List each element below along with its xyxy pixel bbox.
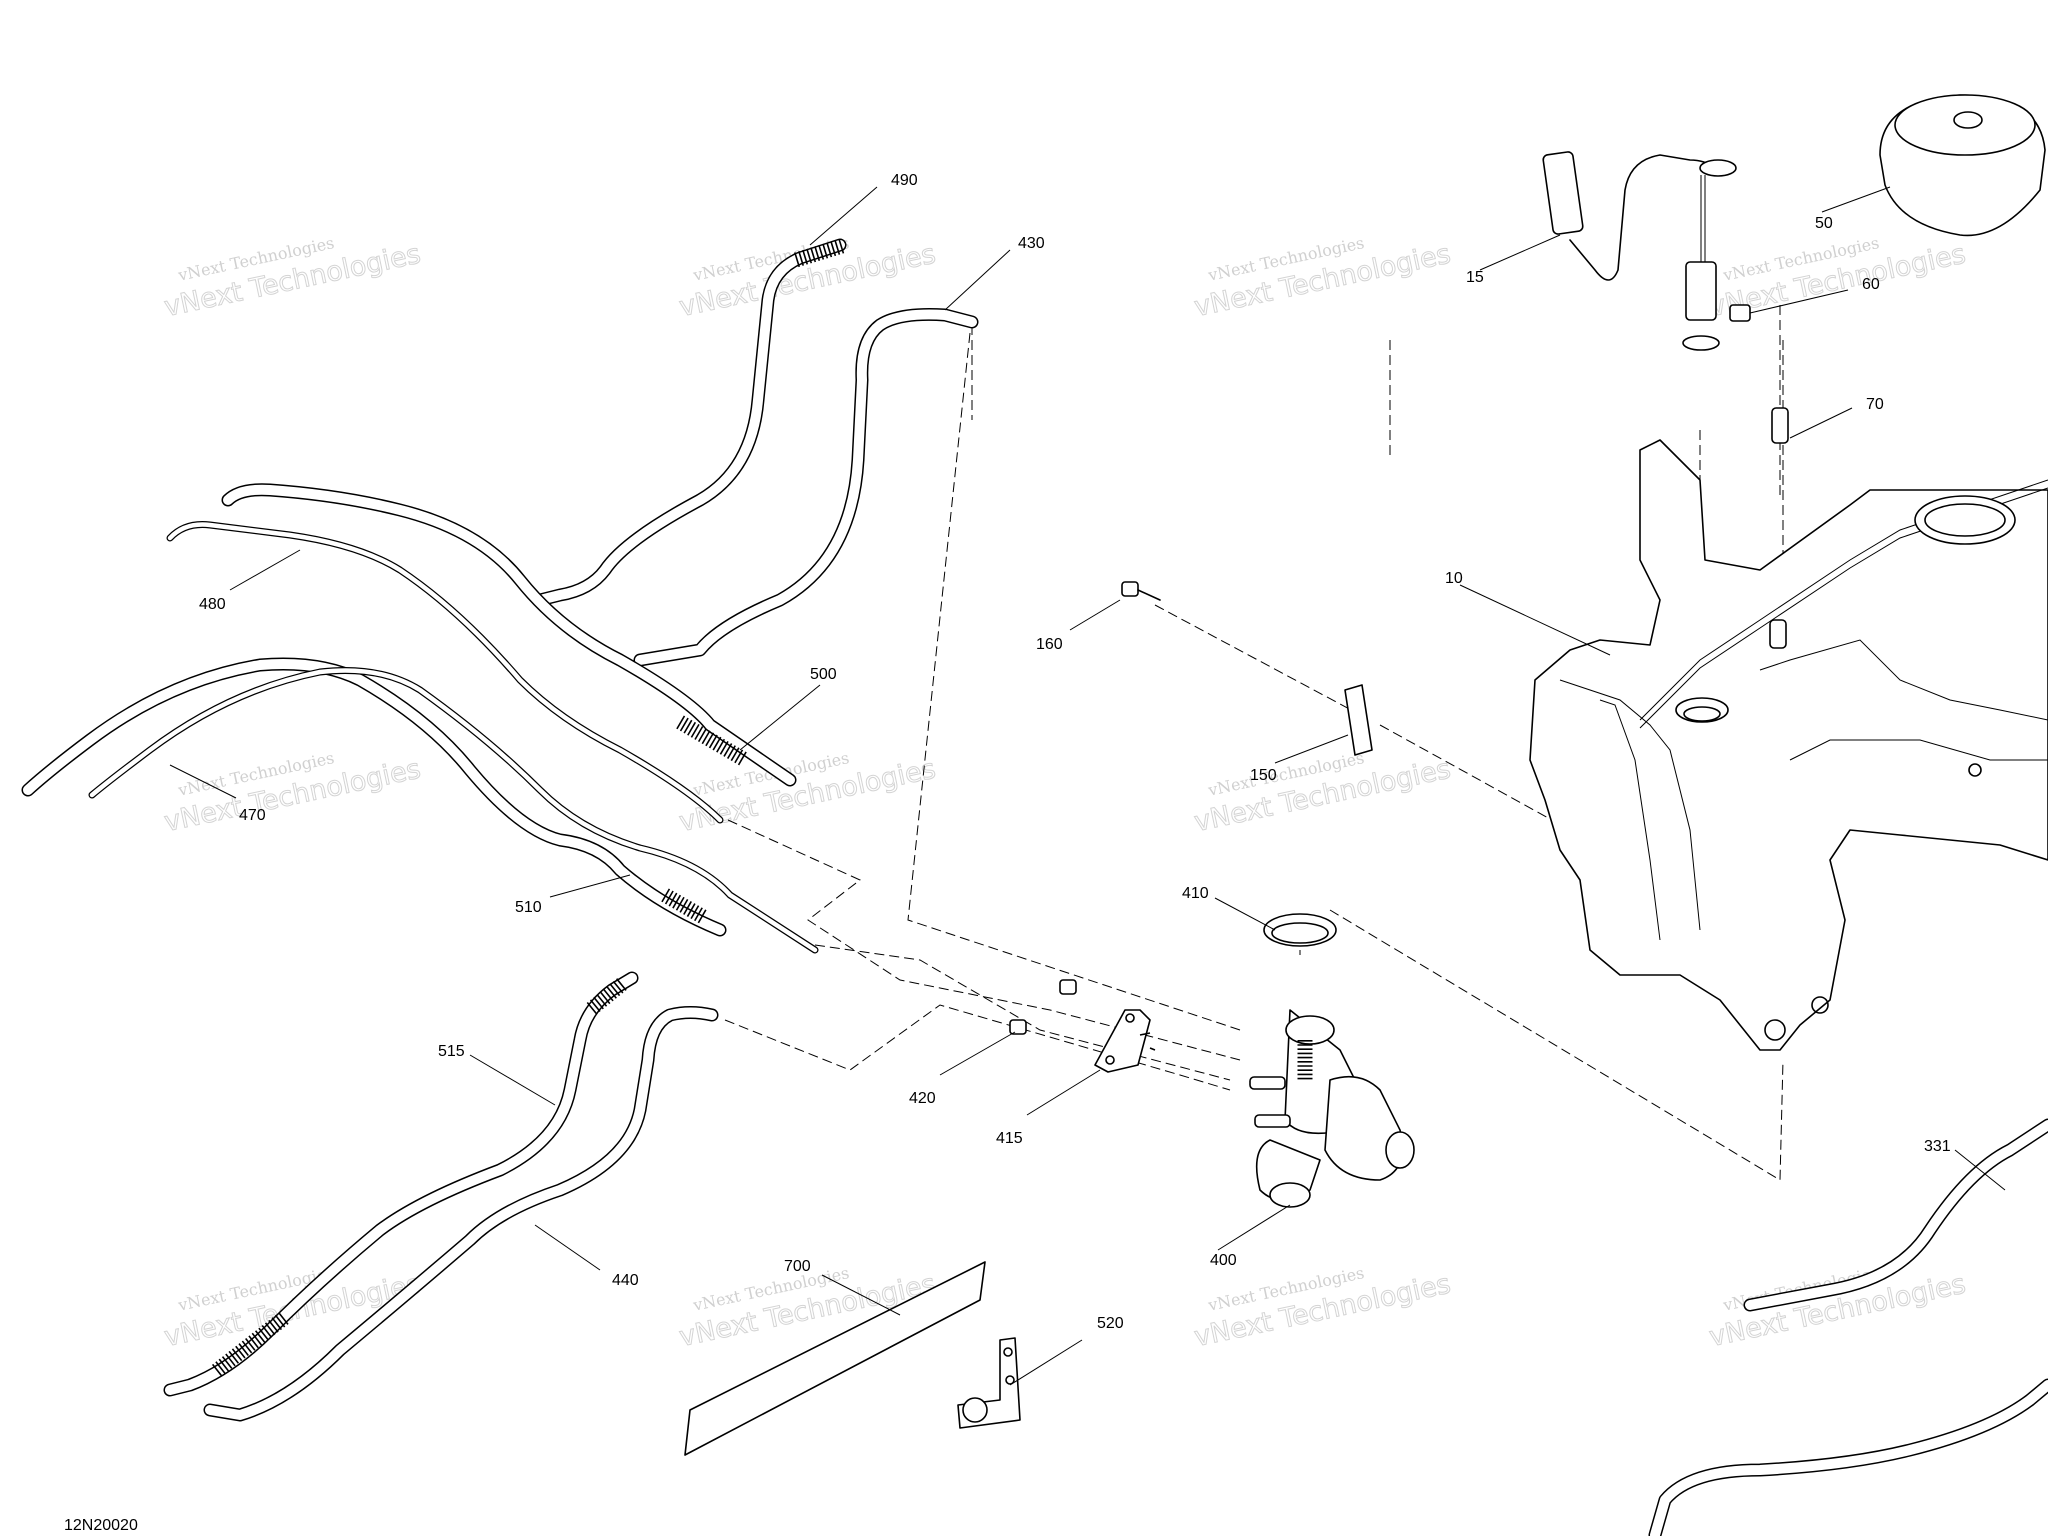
tube-480 <box>166 521 724 824</box>
callout-70: 70 <box>1866 396 1884 413</box>
nut-60 <box>1729 304 1751 322</box>
hose-500 <box>221 483 797 787</box>
callouts: 10 15 50 60 70 150 160 331 400 410 415 4… <box>199 172 1951 1332</box>
callout-480: 480 <box>199 596 226 613</box>
callout-520: 520 <box>1097 1315 1124 1332</box>
watermark: vNext Technologies vNext Technologies <box>161 1263 424 1354</box>
hose-440 <box>203 1006 719 1422</box>
callout-400: 400 <box>1210 1252 1237 1269</box>
fuel-pump-400 <box>1249 1009 1415 1208</box>
hose-331 <box>1648 1118 2048 1536</box>
fuel-tank-10 <box>1529 439 2048 1051</box>
bracket-520 <box>957 1337 1021 1429</box>
leader-lines <box>169 186 2006 1386</box>
rivet-70 <box>1771 407 1789 444</box>
hose-430 <box>633 307 979 667</box>
callout-430: 430 <box>1018 235 1045 252</box>
callout-470: 470 <box>239 807 266 824</box>
tube-470 <box>88 667 819 954</box>
callout-410: 410 <box>1182 885 1209 902</box>
callout-10: 10 <box>1445 570 1463 587</box>
watermark: vNext Technologies vNext Technologies <box>676 233 939 324</box>
callout-415: 415 <box>996 1130 1023 1147</box>
watermark: vNext Technologies vNext Technologies <box>161 233 424 324</box>
watermark: vNext Technologies vNext Technologies <box>1191 748 1454 839</box>
flange-415 <box>1094 1009 1156 1073</box>
callout-515: 515 <box>438 1043 465 1060</box>
watermark: vNext Technologies vNext Technologies <box>676 748 939 839</box>
callout-440: 440 <box>612 1272 639 1289</box>
hose-490 <box>533 238 847 607</box>
hose-470 <box>21 657 727 937</box>
nut-420a <box>1059 979 1077 995</box>
callout-150: 150 <box>1250 767 1277 784</box>
fuel-cap <box>1879 94 2046 237</box>
hose-515 <box>163 971 639 1397</box>
callout-510: 510 <box>515 899 542 916</box>
drawing-id: 12N20020 <box>64 1517 138 1534</box>
nut-420b <box>1009 1019 1027 1035</box>
pad-150 <box>1344 684 1373 756</box>
callout-60: 60 <box>1862 276 1880 293</box>
callout-160: 160 <box>1036 636 1063 653</box>
callout-500: 500 <box>810 666 837 683</box>
hoses <box>21 238 2048 1536</box>
small-parts <box>684 94 2046 1456</box>
watermark: vNext Technologies vNext Technologies <box>1706 1263 1969 1354</box>
callout-700: 700 <box>784 1258 811 1275</box>
callout-50: 50 <box>1815 215 1833 232</box>
callout-490: 490 <box>891 172 918 189</box>
callout-420: 420 <box>909 1090 936 1107</box>
strip-700 <box>684 1261 986 1456</box>
fuel-level-sender <box>1542 151 1737 351</box>
callout-15: 15 <box>1466 269 1484 286</box>
callout-331: 331 <box>1924 1138 1951 1155</box>
watermark: vNext Technologies vNext Technologies <box>161 748 424 839</box>
watermark: vNext Technologies vNext Technologies <box>1191 233 1454 324</box>
clamp-410 <box>1263 913 1337 947</box>
screw-160 <box>1121 581 1161 601</box>
